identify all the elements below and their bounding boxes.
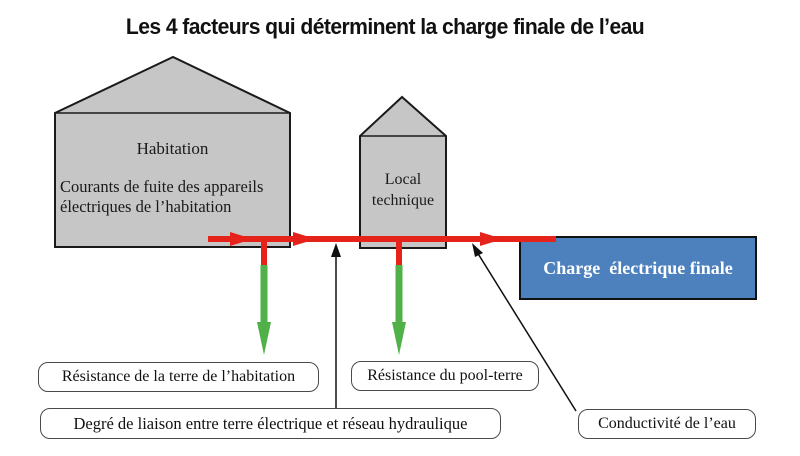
local-technique-building [359, 95, 447, 249]
liaison-pointer-arrow [331, 243, 341, 408]
earth-arrow-pool [392, 265, 406, 355]
habitation-building [54, 55, 291, 248]
factor-resistance-terre-habitation: Résistance de la terre de l’habitation [38, 362, 319, 392]
earth-arrow-habitation [257, 265, 271, 355]
conductivite-pointer-arrow [472, 243, 577, 412]
local-technique-label: Local technique [371, 171, 435, 209]
factor-label: Conductivité de l’eau [598, 415, 736, 432]
current-flow-arrow [208, 232, 556, 267]
factor-label: Degré de liaison entre terre électrique … [73, 413, 468, 433]
habitation-leakage-text: Courants de fuite des appareils électriq… [60, 177, 264, 217]
factor-conductivite-eau: Conductivité de l’eau [578, 409, 756, 439]
factor-label: Résistance du pool-terre [367, 367, 523, 384]
factor-degre-liaison: Degré de liaison entre terre électrique … [40, 408, 501, 439]
diagram-title: Les 4 facteurs qui déterminent la charge… [125, 14, 645, 39]
charge-finale-label: Charge électrique finale [543, 257, 733, 278]
factor-resistance-pool-terre: Résistance du pool-terre [351, 361, 539, 391]
factor-label: Résistance de la terre de l’habitation [61, 368, 296, 385]
habitation-label: Habitation [136, 139, 209, 158]
flow-arrowhead-3 [480, 232, 503, 246]
charge-finale-box: Charge électrique finale [519, 236, 757, 300]
flow-arrowhead-1 [230, 232, 253, 246]
flow-arrowhead-2 [293, 232, 316, 246]
